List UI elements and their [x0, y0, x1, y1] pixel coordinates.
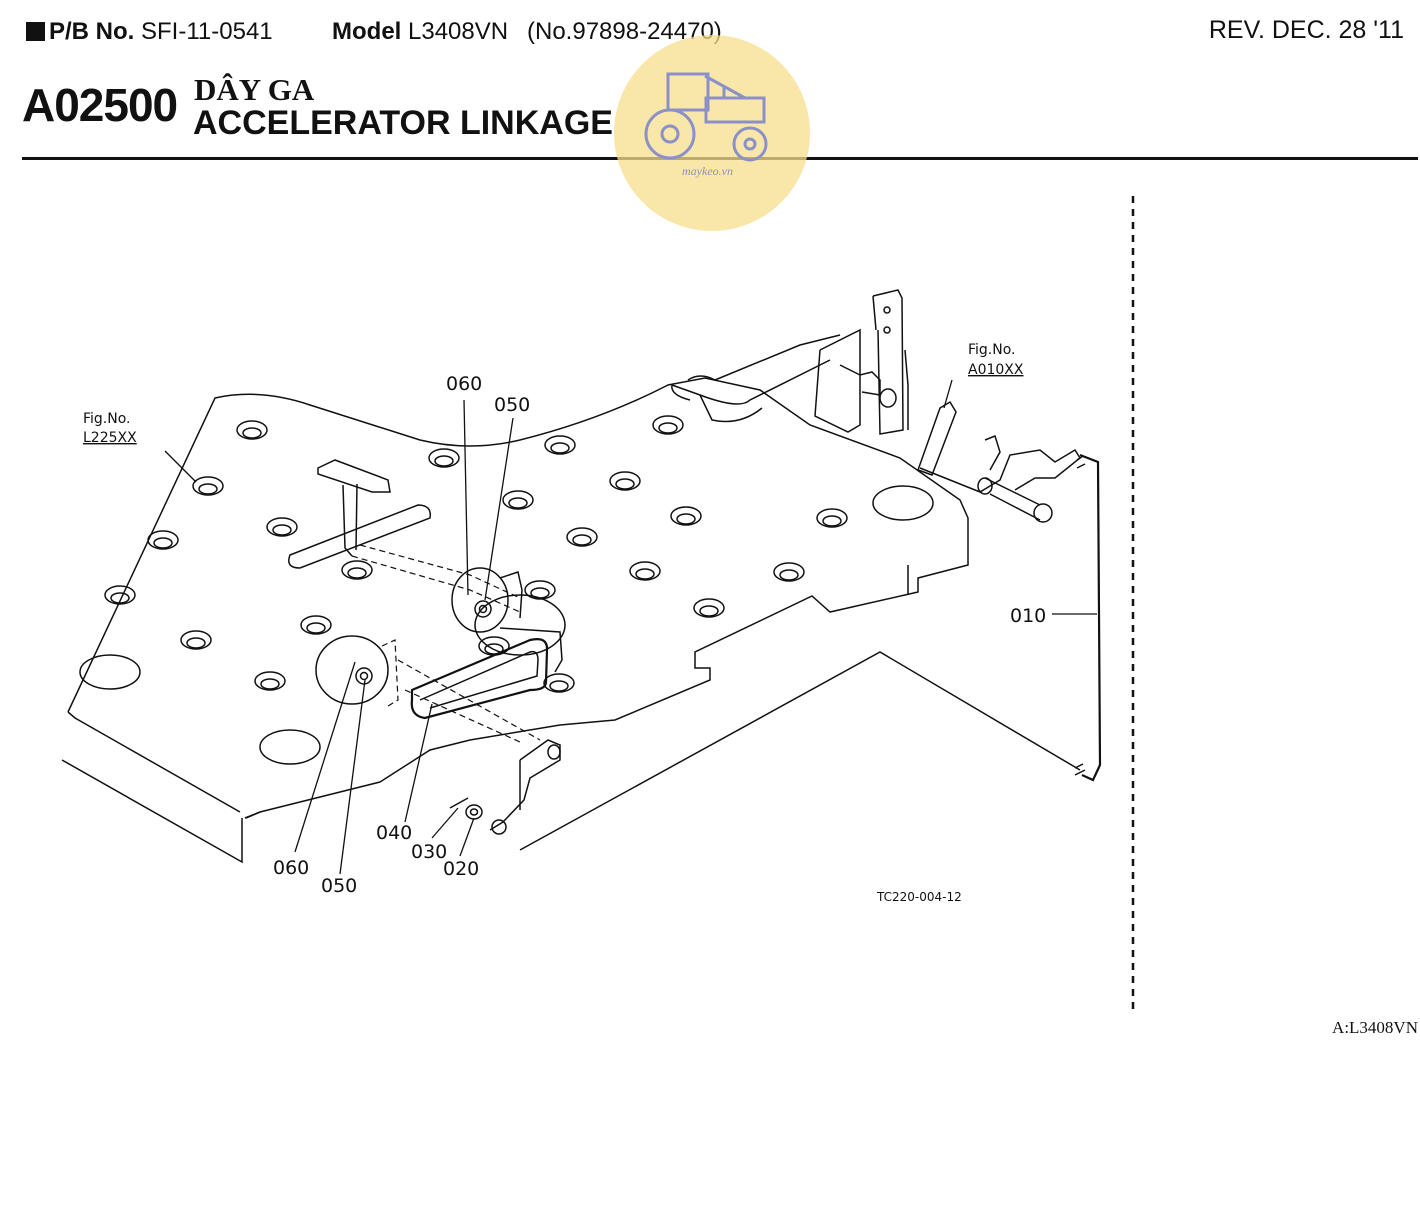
callout-040: 040: [376, 822, 412, 844]
drawing-code: TC220-004-12: [876, 890, 962, 904]
callout-050-lower: 050: [321, 875, 357, 897]
throttle-lever: [917, 400, 1081, 523]
upper-linkage: [671, 289, 909, 435]
bullet-square-icon: [26, 22, 45, 41]
callout-020: 020: [443, 858, 479, 880]
footer-model: A:L3408VN: [1332, 1018, 1418, 1037]
fig-ref-l225xx: L225XX: [83, 430, 137, 446]
leader-lines: [164, 379, 1097, 875]
callout-060-lower: 060: [273, 857, 309, 879]
lower-linkage: [315, 567, 566, 835]
watermark-text: maykeo.vn: [682, 164, 733, 178]
pb-number: P/B No. SFI-11-0541: [26, 18, 273, 46]
tractor-icon: [644, 72, 768, 162]
callout-030: 030: [411, 841, 447, 863]
fig-ref-a010xx: A010XX: [968, 362, 1024, 378]
callout-050: 050: [494, 394, 530, 416]
callout-010: 010: [1010, 605, 1046, 627]
rod-010: [1074, 453, 1102, 782]
fig-ref-label: Fig.No.: [968, 342, 1016, 358]
revision-date: REV. DEC. 28 '11: [1208, 16, 1404, 44]
watermark-logo: maykeo.vn: [614, 35, 810, 231]
floor-plate: [61, 377, 1081, 864]
accelerator-pedal: [317, 459, 521, 613]
fig-ref-label: Fig.No.: [83, 411, 131, 427]
callout-060: 060: [446, 373, 482, 395]
section-title-vn: DÂY GA: [194, 72, 315, 107]
section-code: A02500: [22, 79, 178, 131]
model: Model L3408VN: [332, 18, 509, 45]
section-title-en: ACCELERATOR LINKAGE: [193, 104, 613, 142]
